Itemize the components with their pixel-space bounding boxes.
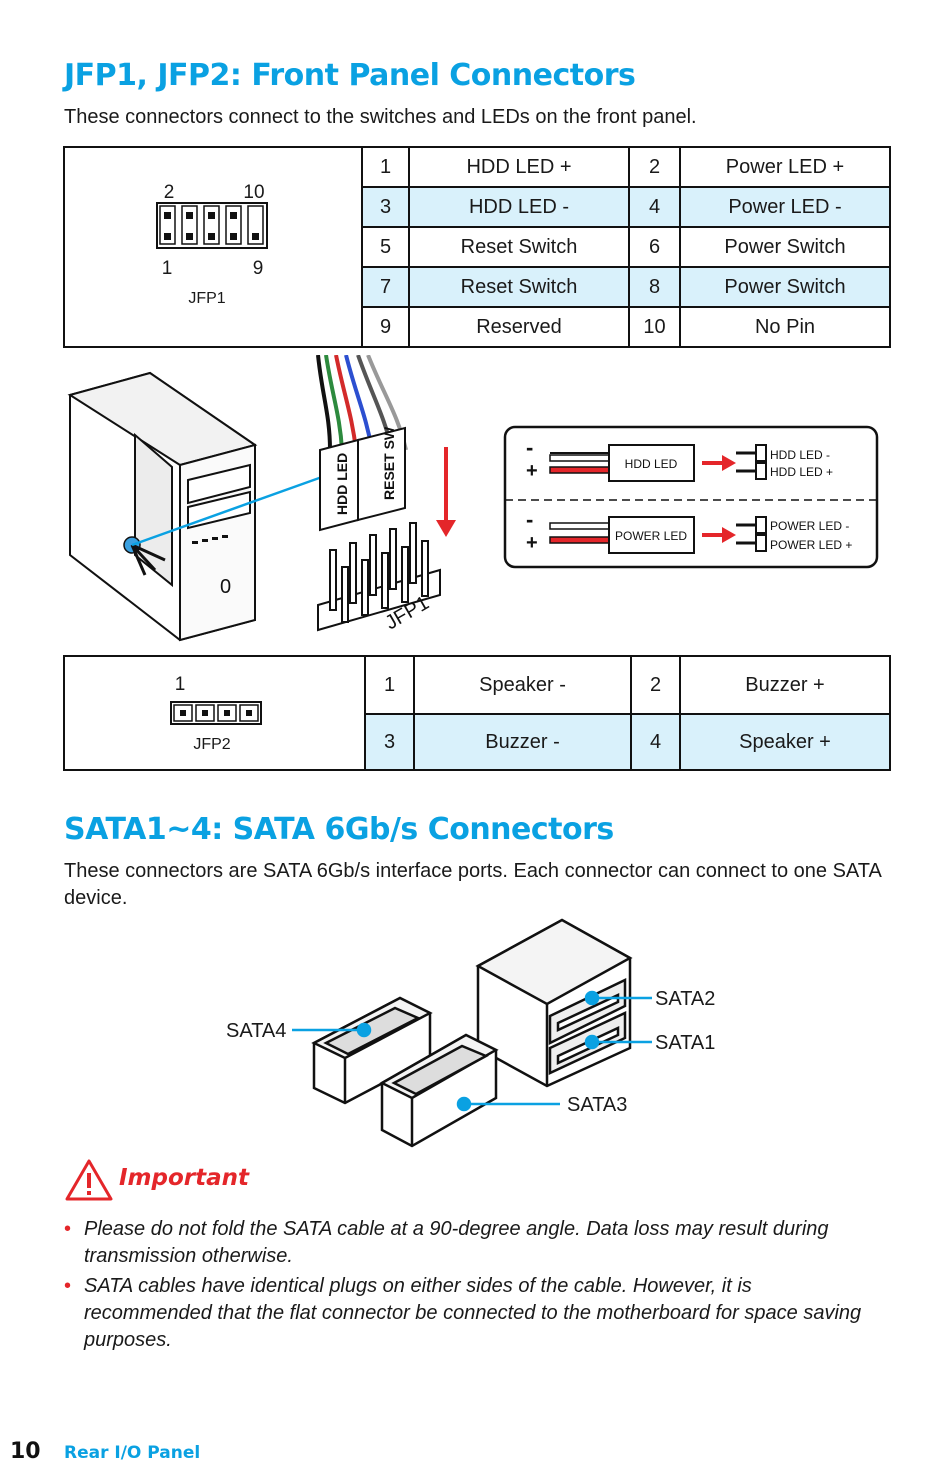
jfp2-header-illustration: 1 JFP2 [63, 655, 366, 771]
sata2-label: SATA2 [655, 988, 715, 1010]
jfp1-pin-number: 4 [628, 186, 681, 228]
jfp1-pin-name: Power LED - [679, 186, 891, 228]
connector-hdd-led: HDD LED [319, 438, 359, 532]
hdd-led-plug-label: HDD LED [625, 457, 678, 471]
sata3-connector [379, 1033, 499, 1148]
jfp2-pin-name: Buzzer + [679, 655, 891, 715]
jfp1-pin-number: 9 [361, 306, 410, 348]
led-wiring-box: - + HDD LED HDD LED - HDD LED + - + POWE… [503, 425, 879, 569]
important-bullet-text: SATA cables have identical plugs on eith… [84, 1275, 862, 1351]
power-led-plus-pin: POWER LED + [770, 538, 852, 552]
hdd-led-plus-pin: HDD LED + [770, 465, 833, 479]
bullet-dot: • [64, 1275, 72, 1297]
jfp2-pin-number: 4 [630, 713, 681, 771]
important-title: Important [119, 1165, 250, 1191]
sata1-label: SATA1 [655, 1032, 715, 1054]
jfp1-pin-name: Power Switch [679, 226, 891, 268]
hdd-led-minus-pin: HDD LED - [770, 448, 830, 462]
jfp1-header-label: JFP1 [188, 290, 225, 307]
jfp1-pin-number: 7 [361, 266, 410, 308]
jfp2-pin-diagram: 1 JFP2 [170, 674, 262, 753]
jfp2-pin-name: Speaker + [679, 713, 891, 771]
jfp2-pin-number: 3 [364, 713, 415, 771]
jfp1-pin-number: 3 [361, 186, 410, 228]
jfp1-pin-label-2: 2 [164, 182, 175, 203]
jfp2-pin-name: Buzzer - [413, 713, 632, 771]
sata3-label: SATA3 [567, 1094, 627, 1116]
jfp1-pin-number: 8 [628, 266, 681, 308]
section-description-front-panel: These connectors connect to the switches… [64, 106, 697, 128]
pc-power-button: 0 [220, 576, 231, 598]
jfp1-pin-number: 10 [628, 306, 681, 348]
jfp1-pin-name: Power Switch [679, 266, 891, 308]
jfp1-pin-label-9: 9 [253, 258, 264, 279]
power-led-minus-pin: POWER LED - [770, 519, 849, 533]
callout-line [131, 475, 323, 547]
jfp1-pin-name: HDD LED - [408, 186, 630, 228]
hdd-plus-sign: + [526, 460, 538, 482]
jfp1-pin-name: No Pin [679, 306, 891, 348]
svg-text:HDD LED: HDD LED [334, 453, 350, 515]
jfp1-pin-label-1: 1 [162, 258, 173, 279]
jfp1-pin-number: 2 [628, 146, 681, 188]
pc-front-leds [192, 535, 228, 544]
jfp1-pin-name: Reset Switch [408, 266, 630, 308]
hdd-minus-sign: - [526, 435, 533, 460]
jfp1-pin-number: 1 [361, 146, 410, 188]
connector-reset-sw: RESET SW [357, 426, 406, 522]
svg-text:RESET SW: RESET SW [381, 426, 397, 500]
warning-icon [65, 1159, 113, 1201]
important-bullet: • Please do not fold the SATA cable at a… [64, 1216, 894, 1270]
jfp1-header-illustration: 2 10 1 9 JFP1 [63, 146, 363, 348]
page-number: 10 [10, 1439, 41, 1464]
footer-section-label: Rear I/O Panel [64, 1443, 201, 1463]
jfp2-pin-name: Speaker - [413, 655, 632, 715]
jfp1-pin-label-10: 10 [243, 182, 264, 203]
jfp1-pin-name: HDD LED + [408, 146, 630, 188]
insert-arrow [436, 447, 456, 537]
jfp2-pin-number: 1 [364, 655, 415, 715]
jfp2-header-label: JFP2 [193, 736, 230, 753]
jfp1-pin-name: Reset Switch [408, 226, 630, 268]
sata-callouts [292, 990, 652, 1112]
power-plus-sign: + [526, 532, 538, 554]
jfp1-pin-diagram: 2 10 1 9 JFP1 [156, 182, 268, 307]
jfp1-pin-table: 2 10 1 9 JFP1 1 HDD LED + 2 Power LED + … [63, 146, 891, 348]
front-panel-install-diagram: 0 HDD LED RESET SW JFP1 [67, 355, 879, 642]
jfp1-pin-number: 6 [628, 226, 681, 268]
jfp1-pin-number: 5 [361, 226, 410, 268]
power-minus-sign: - [526, 507, 533, 532]
jfp1-pin-name: Reserved [408, 306, 630, 348]
jfp1-header-pins [317, 522, 441, 632]
bullet-dot: • [64, 1218, 72, 1240]
sata-stacked-connector [475, 918, 633, 1088]
section-title-front-panel: JFP1, JFP2: Front Panel Connectors [64, 58, 636, 93]
jfp2-pin-number: 2 [630, 655, 681, 715]
sata4-label: SATA4 [226, 1020, 286, 1042]
section-description-sata: These connectors are SATA 6Gb/s interfac… [64, 860, 881, 909]
section-title-sata: SATA1~4: SATA 6Gb/s Connectors [64, 812, 614, 847]
important-bullet: • SATA cables have identical plugs on ei… [64, 1273, 874, 1354]
important-bullet-text: Please do not fold the SATA cable at a 9… [84, 1218, 829, 1267]
jfp2-pin-table: 1 JFP2 1 Speaker - 2 Buzzer + 3 Buzzer -… [63, 655, 891, 771]
pc-tower-illustration [67, 371, 258, 642]
jfp1-pin-name: Power LED + [679, 146, 891, 188]
jfp2-pin-label-1: 1 [175, 674, 186, 695]
sata-connectors-diagram: SATA2 SATA1 SATA4 SATA3 [226, 918, 715, 1148]
power-led-plug-label: POWER LED [615, 529, 687, 543]
